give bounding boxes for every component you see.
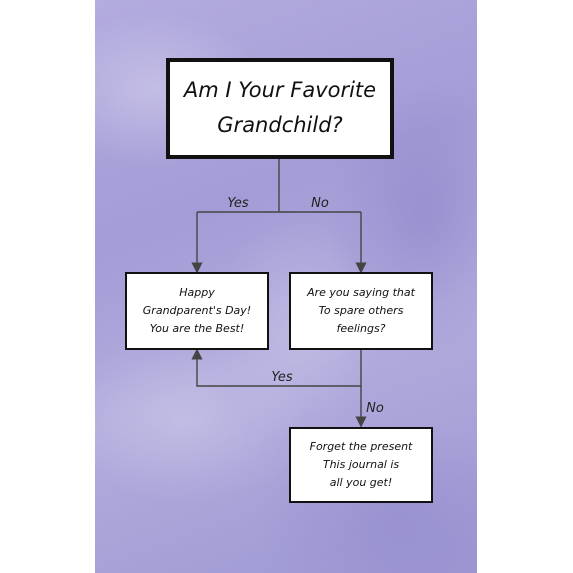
question-box-line-1: Are you saying that bbox=[306, 286, 416, 299]
title-box bbox=[166, 58, 394, 159]
question-box bbox=[289, 272, 433, 350]
yes-label-top: Yes bbox=[227, 196, 249, 211]
forget-box-line-2: This journal is bbox=[323, 458, 400, 471]
title-line-1: Am I Your Favorite bbox=[182, 78, 376, 102]
forget-box-line-3: all you get! bbox=[330, 476, 393, 489]
forget-box-line-1: Forget the present bbox=[310, 440, 413, 453]
question-box-line-3: feelings? bbox=[336, 322, 385, 335]
happy-box-line-3: You are the Best! bbox=[150, 322, 245, 335]
no-label-top: No bbox=[311, 196, 329, 211]
happy-box-line-2: Grandparent's Day! bbox=[143, 304, 251, 317]
forget-box bbox=[289, 427, 433, 503]
happy-box bbox=[125, 272, 269, 350]
happy-box-line-1: Happy bbox=[179, 286, 215, 299]
question-box-line-2: To spare others bbox=[319, 304, 404, 317]
yes-label-loop: Yes bbox=[271, 370, 293, 385]
no-label-bottom: No bbox=[366, 401, 384, 416]
connector-yes-loop bbox=[191, 348, 361, 387]
title-line-2: Grandchild? bbox=[217, 113, 342, 137]
